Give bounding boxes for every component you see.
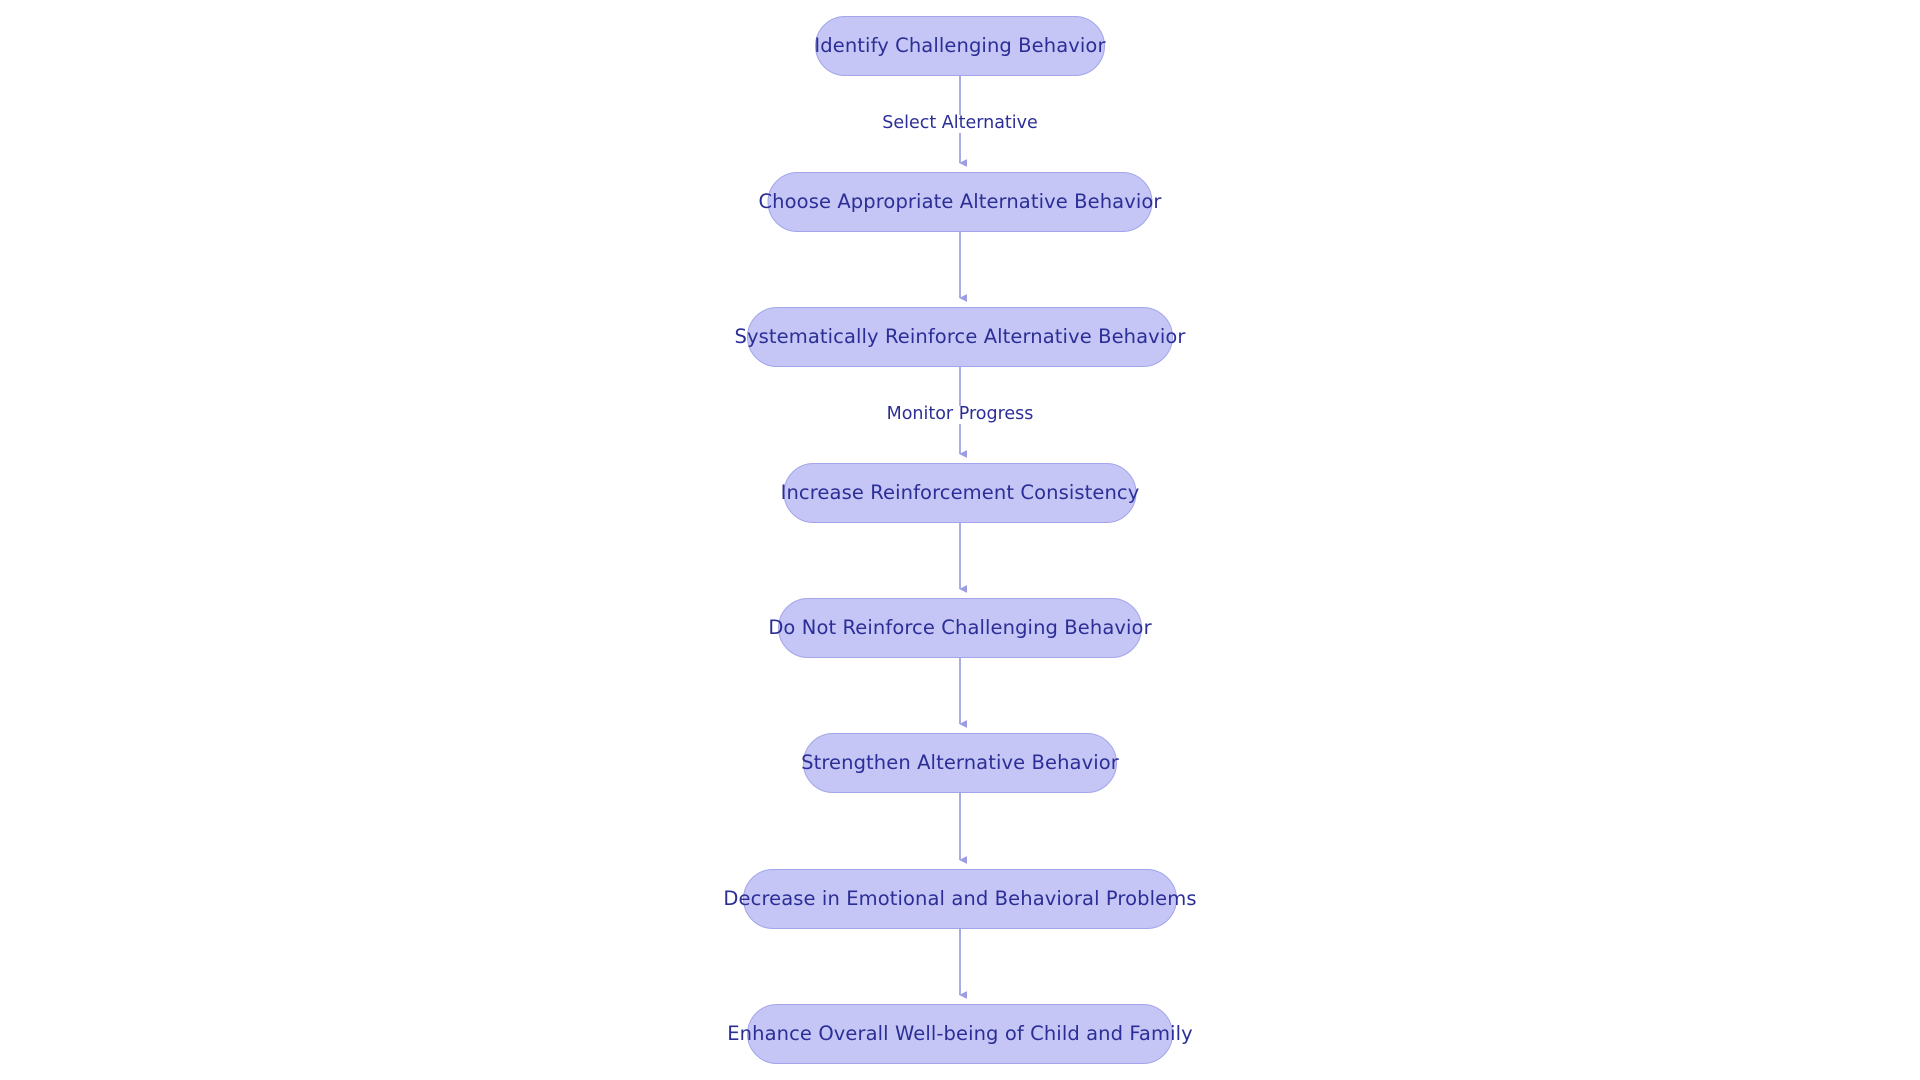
flowchart-node-n8[interactable]: Enhance Overall Well-being of Child and …: [727, 1004, 1193, 1064]
flowchart-node-n5[interactable]: Do Not Reinforce Challenging Behavior: [768, 598, 1152, 658]
flowchart-node-n3[interactable]: Systematically Reinforce Alternative Beh…: [735, 307, 1185, 367]
flowchart-node-n1[interactable]: Identify Challenging Behavior: [814, 16, 1106, 76]
flowchart-node-n6[interactable]: Strengthen Alternative Behavior: [801, 733, 1119, 793]
flowchart-node-n2[interactable]: Choose Appropriate Alternative Behavior: [758, 172, 1161, 232]
flowchart-node-n4[interactable]: Increase Reinforcement Consistency: [780, 463, 1140, 523]
flowchart-node-label: Choose Appropriate Alternative Behavior: [758, 190, 1162, 214]
flowchart-edge-label-e1: Select Alternative: [876, 114, 1044, 133]
flowchart-edge-label-e3: Monitor Progress: [880, 405, 1040, 424]
flowchart-node-n7[interactable]: Decrease in Emotional and Behavioral Pro…: [723, 869, 1196, 929]
flowchart-node-label: Strengthen Alternative Behavior: [801, 751, 1119, 775]
flowchart-node-label: Increase Reinforcement Consistency: [780, 481, 1140, 505]
flowchart-node-label: Decrease in Emotional and Behavioral Pro…: [723, 887, 1197, 911]
flowchart-node-label: Identify Challenging Behavior: [814, 34, 1106, 58]
flowchart-node-label: Systematically Reinforce Alternative Beh…: [734, 325, 1186, 349]
flowchart-node-label: Do Not Reinforce Challenging Behavior: [768, 616, 1152, 640]
flowchart-node-label: Enhance Overall Well-being of Child and …: [727, 1022, 1193, 1046]
